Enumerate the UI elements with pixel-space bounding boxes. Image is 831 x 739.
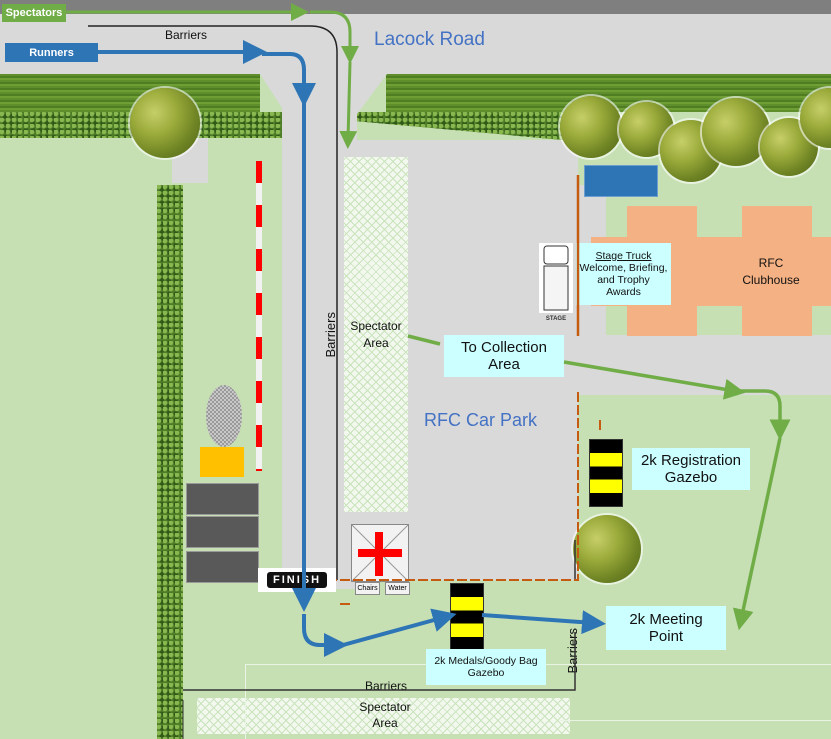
stage-caption: STAGE <box>545 316 567 322</box>
blue-structure <box>584 165 658 197</box>
to-collection-label: To Collection Area <box>444 335 564 377</box>
spectator-route <box>732 437 782 631</box>
runner-route <box>342 608 457 647</box>
runners-legend: Runners <box>5 43 98 62</box>
spectator-route <box>740 389 791 441</box>
runner-route <box>262 52 316 107</box>
finish-label: FINISH <box>266 572 328 588</box>
spectator-area-bottom <box>197 698 570 734</box>
chairs-label: Chairs <box>355 582 380 595</box>
barrier-line <box>88 25 338 580</box>
spectator-route <box>563 360 746 400</box>
fence-line <box>336 392 579 581</box>
road-name-label: Lacock Road <box>374 29 485 50</box>
spectator-area-bottom-label: Spectator Area <box>359 700 411 730</box>
spectator-route <box>407 334 441 346</box>
field-line <box>245 664 246 739</box>
clubhouse-label: RFC Clubhouse <box>742 255 800 287</box>
stage-truck-description: Welcome, Briefing, and Trophy Awards <box>579 261 668 299</box>
spectators-legend: Spectators <box>2 4 66 22</box>
field-line <box>560 720 831 721</box>
stage-truck-icon <box>539 243 573 313</box>
tree-icon <box>573 515 641 583</box>
spectator-route <box>339 61 358 149</box>
tree-icon <box>560 96 622 158</box>
inflatable <box>206 385 242 447</box>
first-aid-tent <box>351 524 409 582</box>
meeting-point-label: 2k Meeting Point <box>606 606 726 650</box>
finish-mat <box>186 551 259 583</box>
finish-mat <box>186 516 259 548</box>
finish-banner: FINISH <box>258 568 336 592</box>
tree-icon <box>130 88 200 158</box>
barriers-label-top: Barriers <box>165 28 208 42</box>
spectator-route <box>310 10 359 64</box>
spectator-area-label: Spectator Area <box>350 319 402 350</box>
car-park-label: RFC Car Park <box>424 410 538 430</box>
registration-gazebo-label: 2k Registration Gazebo <box>632 448 750 490</box>
grass-verge-left <box>0 74 260 112</box>
hedge-vertical <box>157 185 183 739</box>
barrier-line <box>183 632 576 691</box>
stage-truck-label: Stage Truck Welcome, Briefing, and Troph… <box>576 243 671 305</box>
registration-gazebo <box>589 439 623 507</box>
stage-truck-title: Stage Truck <box>595 249 652 262</box>
generator <box>200 447 244 477</box>
medals-gazebo-label: 2k Medals/Goody Bag Gazebo <box>426 649 546 685</box>
runner-route <box>302 614 348 657</box>
water-label: Water <box>385 582 410 595</box>
finish-mat <box>186 483 259 515</box>
first-aid-cross-icon <box>352 525 408 581</box>
lacock-road <box>0 14 831 74</box>
spectator-area <box>344 157 408 512</box>
tree-icon <box>702 98 770 166</box>
runner-route <box>481 610 606 635</box>
finish-pole <box>256 161 262 471</box>
